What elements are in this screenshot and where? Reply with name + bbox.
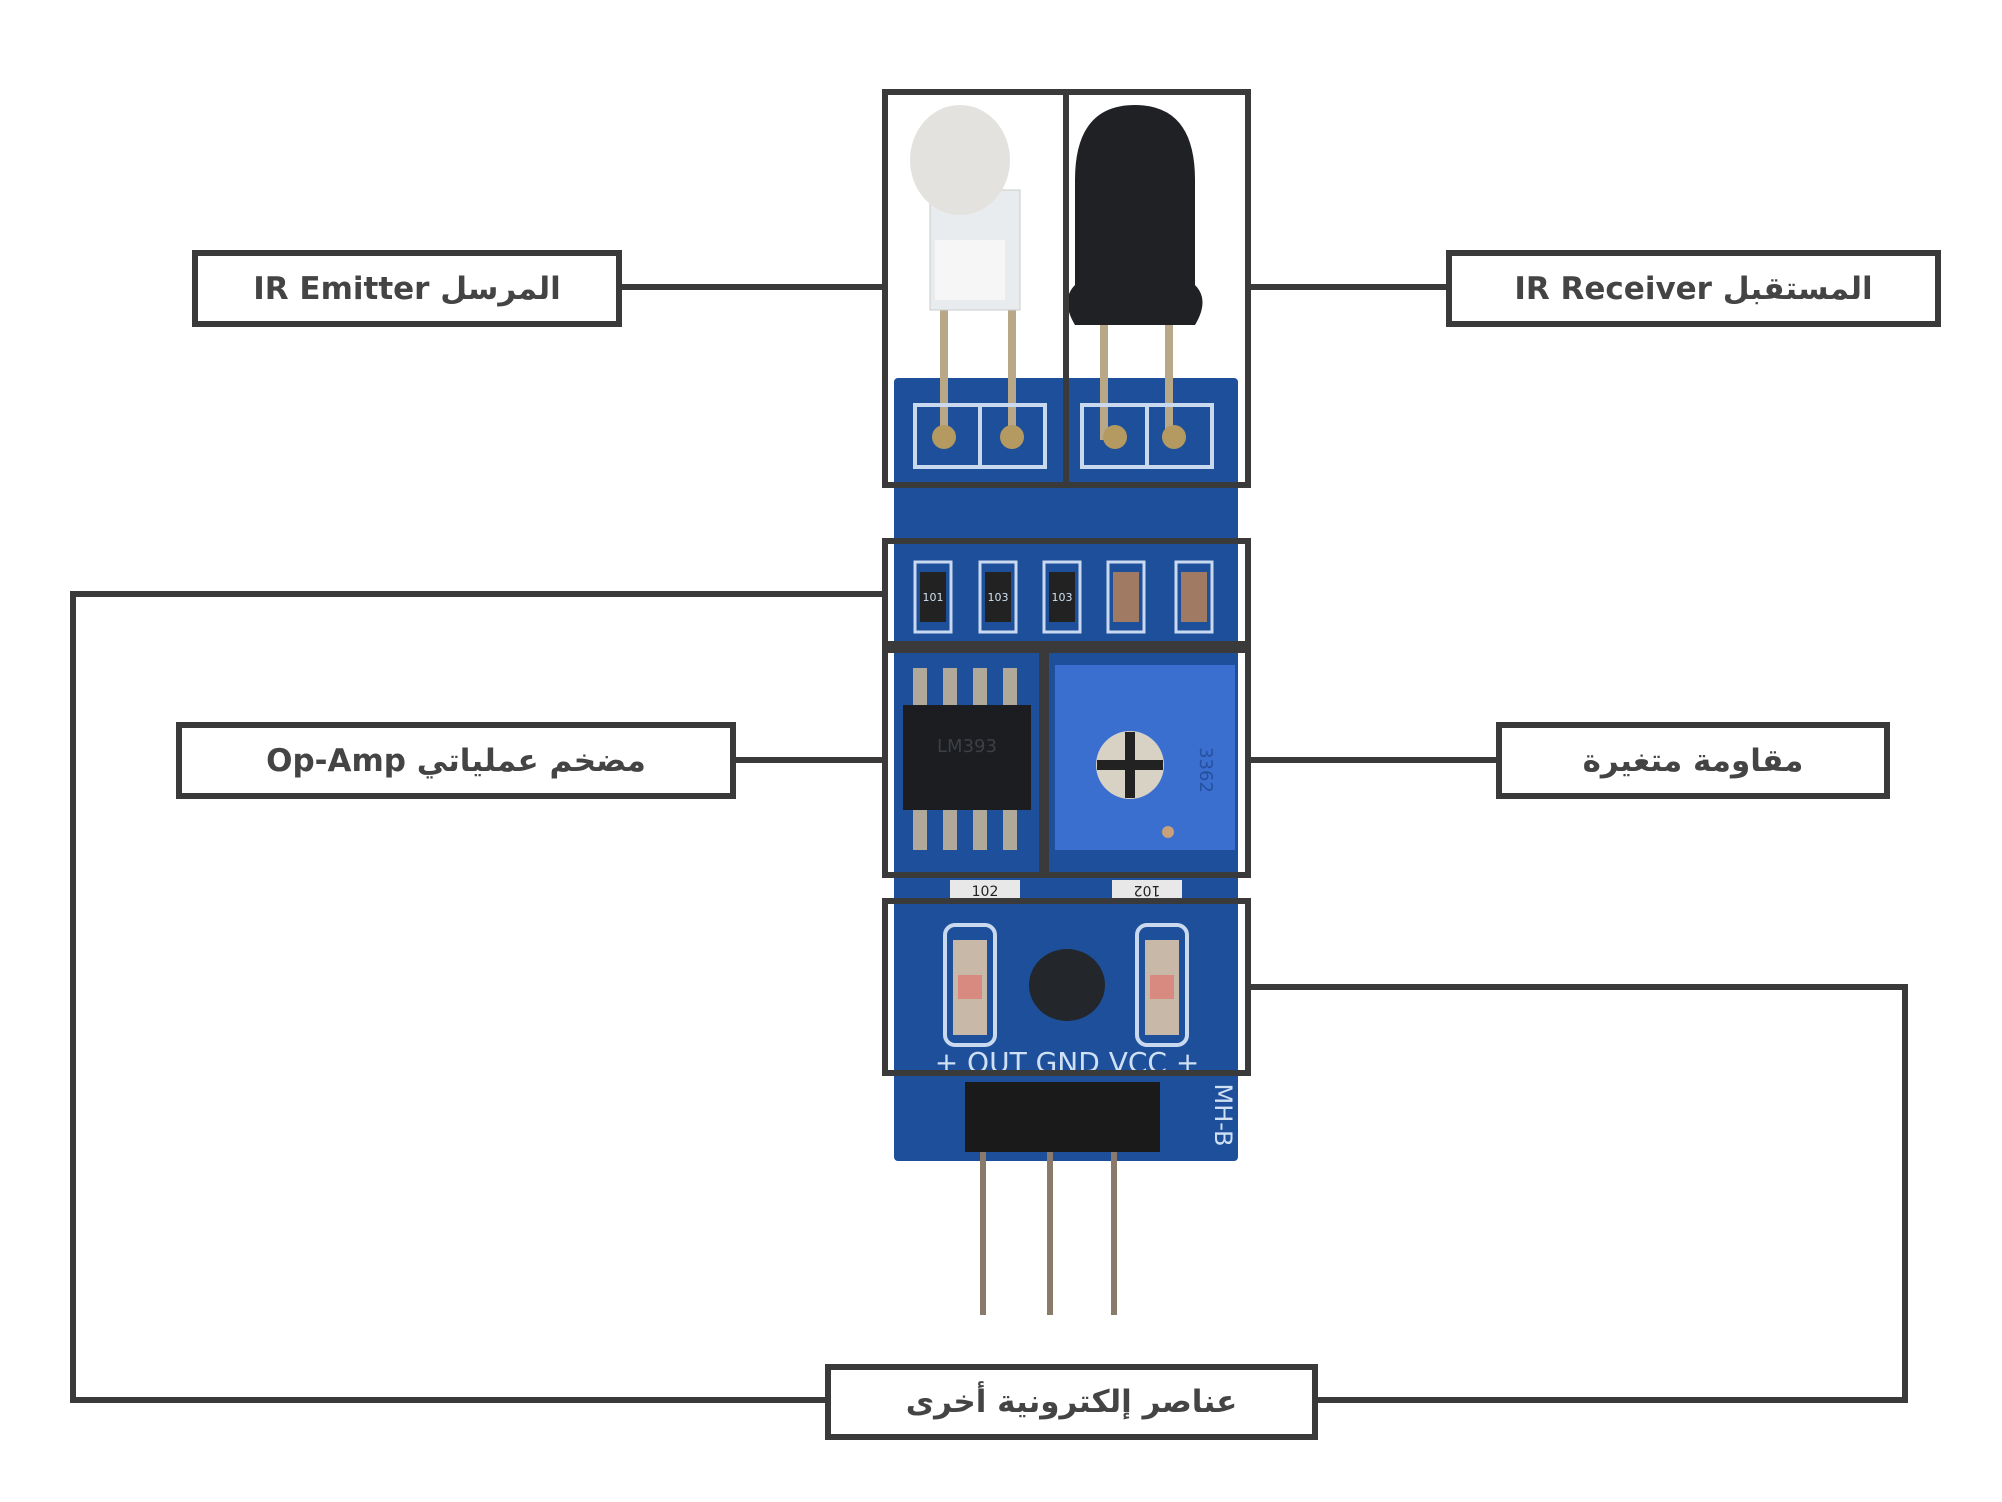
model-marking: MH-B	[1209, 1083, 1237, 1146]
ir-emitter-led	[910, 105, 1021, 440]
op-amp-chip: LM393	[903, 668, 1031, 850]
ir-receiver-label: IR Receiver المستقبل	[1446, 250, 1941, 327]
op-amp-label: Op-Amp مضخم عملياتي	[176, 722, 736, 799]
ir-emitter-label: IR Emitter المرسل	[192, 250, 622, 327]
photodiode	[1029, 949, 1105, 1021]
callout-frames	[70, 89, 1908, 1403]
resistor-code: 102	[1134, 882, 1161, 898]
potentiometer-label: مقاومة متغيرة	[1496, 722, 1890, 799]
potentiometer: 3362	[1055, 665, 1235, 850]
ir-sensor-board: 101 103 103 LM393	[894, 105, 1238, 1315]
other-left-leader	[70, 591, 885, 1403]
resistor-code: 102	[972, 884, 999, 900]
resistor-code: 103	[988, 591, 1009, 604]
resistor-code: 101	[923, 591, 944, 604]
other-right-leader	[1248, 984, 1908, 1403]
pot-marking: 3362	[1195, 747, 1216, 793]
header-pins	[965, 1082, 1160, 1315]
chip-marking: LM393	[937, 736, 997, 757]
resistor-code: 103	[1052, 591, 1073, 604]
smd-resistors: 101 103 103	[913, 560, 1214, 634]
other-components-label: عناصر إلكترونية أخرى	[825, 1364, 1318, 1440]
ir-receiver	[1067, 105, 1203, 440]
solder-pads	[913, 403, 1214, 469]
pin-header	[965, 1082, 1160, 1152]
